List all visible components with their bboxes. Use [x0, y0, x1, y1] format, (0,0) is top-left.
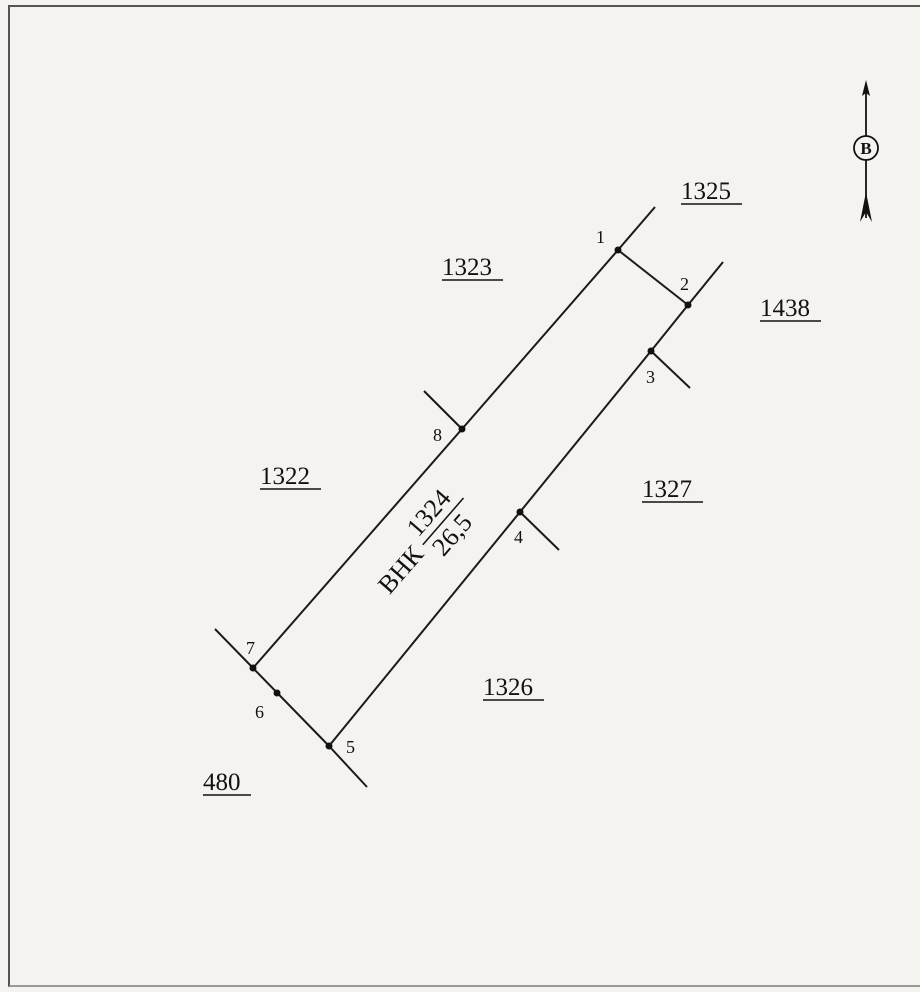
- subject-parcel-fraction-bar: [422, 497, 465, 546]
- extension-line-2: [687, 261, 724, 306]
- point-label-6: 6: [255, 702, 264, 722]
- point-label-1: 1: [596, 227, 605, 247]
- parcel-label-480: 480: [203, 769, 241, 796]
- plan-frame: [8, 5, 920, 987]
- parcel-label-1327: 1327: [642, 476, 692, 503]
- point-marker-1: [614, 246, 622, 254]
- point-labels: 1 2 3 4 5 6 7 8: [246, 227, 689, 757]
- boundary-line-8-7: [252, 428, 463, 669]
- parcel-labels: 1325 1323 1438 1322 1327 1326 480: [203, 178, 821, 796]
- parcel-label-1323: 1323: [442, 254, 492, 281]
- boundary-line-2-3: [650, 304, 689, 352]
- point-marker-7: [249, 664, 257, 672]
- extension-line-3: [650, 350, 691, 389]
- point-marker-3: [647, 347, 655, 355]
- compass-circle: [853, 135, 879, 161]
- extension-line-1: [617, 206, 656, 251]
- point-marker-2: [684, 301, 692, 309]
- point-marker-5: [325, 742, 333, 750]
- boundary-line-4-5: [328, 511, 521, 747]
- point-label-3: 3: [646, 367, 655, 387]
- subject-parcel-label: ВНК 1324 26,5: [372, 484, 478, 600]
- north-arrow-head-icon: [862, 80, 870, 96]
- north-arrow-tail-icon: [860, 192, 872, 222]
- parcel-label-1325: 1325: [681, 178, 731, 205]
- extension-line-8: [423, 390, 463, 430]
- boundary-line-3-4: [519, 350, 652, 513]
- boundary-points: [249, 246, 692, 750]
- point-label-8: 8: [433, 425, 442, 445]
- point-label-2: 2: [680, 274, 689, 294]
- extension-line-4: [519, 511, 560, 551]
- boundary-line-5-7: [252, 667, 330, 747]
- parcel-boundaries: [214, 206, 724, 788]
- point-marker-6: [273, 689, 281, 697]
- extension-line-5: [328, 745, 368, 788]
- point-label-4: 4: [514, 527, 523, 547]
- boundary-line-1-8: [461, 249, 619, 430]
- extension-line-7: [214, 628, 254, 669]
- point-marker-4: [516, 508, 524, 516]
- compass-letter: В: [860, 139, 871, 158]
- point-label-7: 7: [246, 638, 255, 658]
- parcel-label-1326: 1326: [483, 674, 533, 701]
- point-label-5: 5: [346, 737, 355, 757]
- point-marker-8: [458, 425, 466, 433]
- subject-parcel-prefix: ВНК: [372, 539, 429, 599]
- north-arrow: В: [853, 80, 879, 222]
- parcel-label-1438: 1438: [760, 295, 810, 322]
- parcel-label-1322: 1322: [260, 463, 310, 490]
- boundary-line-1-2: [617, 249, 689, 306]
